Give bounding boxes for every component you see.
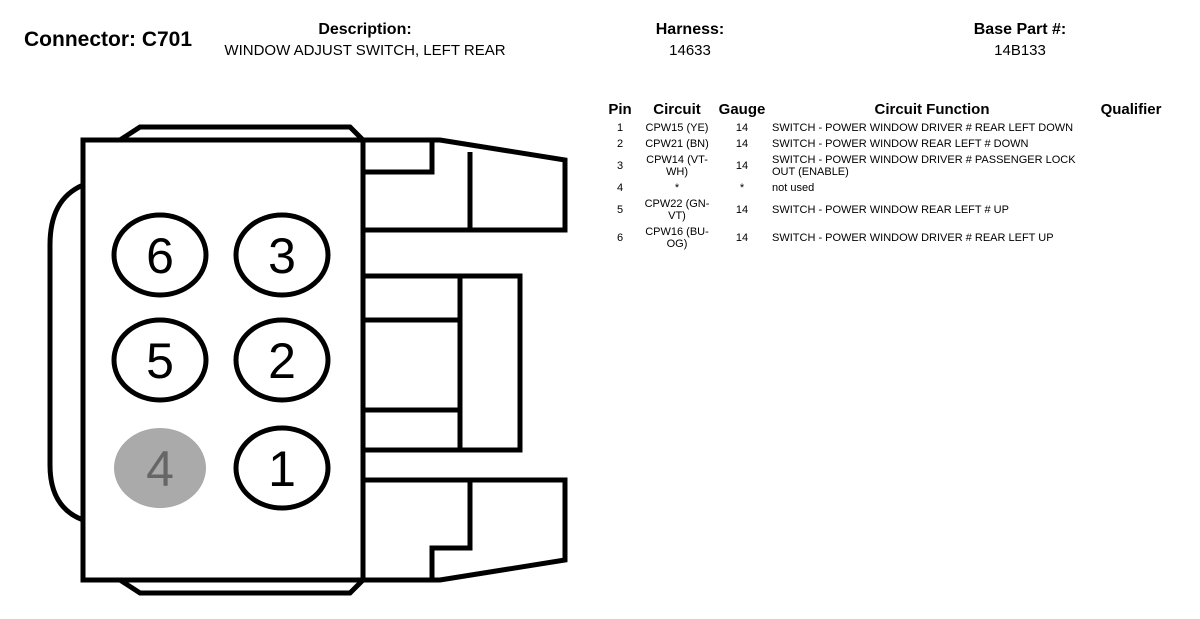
description-label: Description: [318,21,412,38]
pin-cavity-6: 6 [111,212,209,298]
connector-top-tab [118,124,365,143]
pin-table-header: Pin Circuit Gauge Circuit Function Quali… [600,98,1168,120]
cell-circuit: CPW22 (GN-VT) [644,198,710,222]
connector-mid-bracket-inner [363,276,463,450]
base-part-label: Base Part #: [973,21,1067,38]
cell-pin: 6 [616,232,624,244]
cell-qualifier [1094,196,1168,224]
pin-circle [111,317,209,403]
cell-function: SWITCH - POWER WINDOW DRIVER # REAR LEFT… [772,122,1074,134]
cell-function: not used [772,182,815,194]
connector-left-curve [47,182,85,523]
pin-circle [233,317,331,403]
cell-gauge: 14 [735,204,749,216]
cell-pin: 2 [616,138,624,150]
pin-number: 5 [146,333,174,389]
cell-pin: 5 [616,204,624,216]
pin-circle [233,212,331,298]
base-part-block: Base Part #: 14B133 [930,20,1110,62]
cell-function: SWITCH - POWER WINDOW REAR LEFT # DOWN [772,138,1029,150]
pin-cavity-5: 5 [111,317,209,403]
cell-qualifier [1094,120,1168,136]
pin-cavity-3: 3 [233,212,331,298]
col-header-pin: Pin [608,100,632,118]
table-row: 5 CPW22 (GN-VT) 14 SWITCH - POWER WINDOW… [600,196,1168,224]
cell-qualifier [1094,224,1168,252]
table-row: 4 * * not used [600,180,1168,196]
pin-number: 4 [146,441,174,497]
cell-function: SWITCH - POWER WINDOW DRIVER # REAR LEFT… [772,232,1054,244]
col-header-circuit: Circuit [653,100,701,118]
pin-number: 6 [146,228,174,284]
cell-circuit: CPW16 (BU-OG) [645,226,709,250]
connector-body [80,137,366,583]
harness-block: Harness: 14633 [620,20,760,62]
cell-pin: 1 [616,122,624,134]
cell-function: SWITCH - POWER WINDOW DRIVER # PASSENGER… [772,154,1076,178]
cell-circuit: CPW14 (VT-WH) [646,154,708,178]
pin-table: Pin Circuit Gauge Circuit Function Quali… [600,98,1168,252]
cell-circuit: CPW21 (BN) [645,138,709,150]
pin-cavity-1: 1 [233,425,331,511]
cell-gauge: 14 [735,160,749,172]
cell-qualifier [1094,180,1168,196]
pin-cavity-4: 4 [114,428,206,508]
connector-upper-latch [363,137,568,233]
connector-bottom-tab [118,577,365,596]
cell-pin: 3 [616,160,624,172]
connector-upper-latch-notch [363,140,473,230]
col-header-qualifier: Qualifier [1100,100,1162,118]
table-row: 3 CPW14 (VT-WH) 14 SWITCH - POWER WINDOW… [600,152,1168,180]
connector-lower-latch [363,477,568,583]
cell-function: SWITCH - POWER WINDOW REAR LEFT # UP [772,204,1009,216]
pin-cavity-2: 2 [233,317,331,403]
base-part-value: 14B133 [994,42,1046,59]
cell-pin: 4 [616,182,624,194]
connector-title: Connector: C701 [24,28,193,51]
cell-gauge: * [739,182,745,194]
connector-mid-bracket [363,273,523,453]
cell-circuit: CPW15 (YE) [645,122,709,134]
table-row: 6 CPW16 (BU-OG) 14 SWITCH - POWER WINDOW… [600,224,1168,252]
col-header-circuit-function: Circuit Function [874,100,990,118]
pin-circle [233,425,331,511]
connector-lower-latch-notch [429,480,473,580]
description-value: WINDOW ADJUST SWITCH, LEFT REAR [224,42,506,59]
pin-layer: 6 3 5 2 4 1 [111,212,331,511]
cell-gauge: 14 [735,138,749,150]
pin-circle [111,212,209,298]
cell-qualifier [1094,152,1168,180]
harness-value: 14633 [669,42,711,59]
cell-gauge: 14 [735,232,749,244]
pin-circle [114,428,206,508]
cell-circuit: * [674,182,680,194]
table-row: 2 CPW21 (BN) 14 SWITCH - POWER WINDOW RE… [600,136,1168,152]
table-row: 1 CPW15 (YE) 14 SWITCH - POWER WINDOW DR… [600,120,1168,136]
cell-qualifier [1094,136,1168,152]
connector-diagram: 6 3 5 2 4 1 [47,124,568,596]
description-block: Description: WINDOW ADJUST SWITCH, LEFT … [205,20,525,62]
pin-number: 2 [268,333,296,389]
col-header-gauge: Gauge [718,100,766,118]
pin-number: 1 [268,441,296,497]
pin-number: 3 [268,228,296,284]
harness-label: Harness: [655,21,725,38]
cell-gauge: 14 [735,122,749,134]
